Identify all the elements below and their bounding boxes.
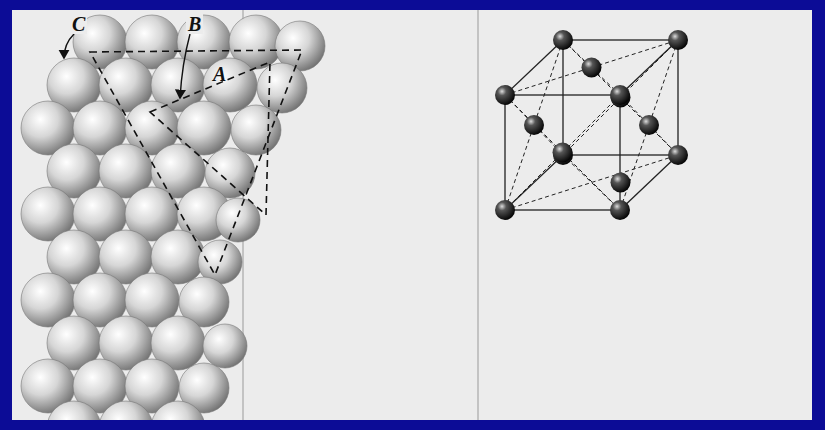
leader-arrow bbox=[64, 34, 74, 58]
dashed-triangle bbox=[90, 50, 302, 275]
point-label: A bbox=[211, 64, 228, 84]
column-rule bbox=[478, 10, 479, 420]
point-label: C bbox=[70, 14, 87, 34]
page bbox=[12, 10, 812, 420]
point-label: B bbox=[186, 14, 203, 34]
leader-arrow bbox=[180, 34, 190, 98]
fcc-unit-cell bbox=[495, 30, 688, 220]
sphere-pile bbox=[21, 15, 325, 420]
dashed-triangle bbox=[150, 62, 270, 215]
